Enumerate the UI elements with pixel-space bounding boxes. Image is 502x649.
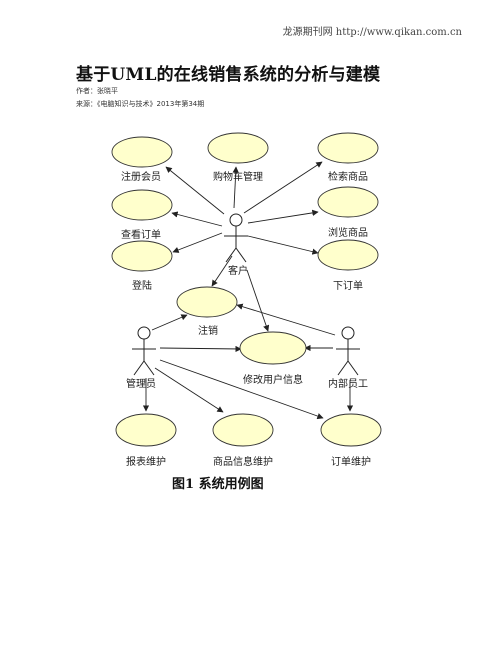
- source-line: 来源：《电脑知识与技术》2013年第34期: [76, 100, 205, 108]
- author-line: 作者：张晓平: [76, 87, 118, 95]
- header-source-line: 龙源期刊网 http://www.qikan.com.cn: [282, 27, 462, 38]
- label-actor-customer: 客户: [228, 264, 248, 277]
- usecase-view-orders-ellipse: [111, 189, 173, 221]
- label-product-info-maintenance: 商品信息维护: [213, 455, 273, 468]
- label-logout: 注销: [198, 324, 218, 337]
- label-report-maintenance: 报表维护: [126, 455, 166, 468]
- label-register-member: 注册会员: [121, 170, 161, 183]
- actor-customer-figure: [224, 213, 248, 263]
- usecase-report-maintenance-ellipse: [115, 413, 177, 447]
- usecase-product-info-maintenance-ellipse: [212, 413, 274, 447]
- usecase-cart-management-ellipse: [207, 132, 269, 164]
- usecase-search-products-ellipse: [317, 132, 379, 164]
- usecase-place-order-ellipse: [317, 239, 379, 271]
- label-actor-administrator: 管理员: [126, 377, 156, 390]
- figure-caption: 图1 系统用例图: [172, 477, 264, 492]
- label-browse-products: 浏览商品: [328, 226, 368, 239]
- label-cart-management: 购物车管理: [213, 170, 263, 183]
- usecase-browse-products-ellipse: [317, 186, 379, 218]
- label-order-maintenance: 订单维护: [331, 455, 371, 468]
- association-lines: [142, 161, 354, 420]
- article-title: 基于UML的在线销售系统的分析与建模: [76, 65, 381, 85]
- actor-internal-staff-figure: [336, 326, 360, 376]
- usecase-login-ellipse: [111, 240, 173, 272]
- label-search-products: 检索商品: [328, 170, 368, 183]
- usecase-order-maintenance-ellipse: [320, 413, 382, 447]
- usecase-modify-user-info-ellipse: [239, 331, 307, 365]
- label-actor-internal-staff: 内部员工: [328, 377, 368, 390]
- actor-administrator-figure: [132, 326, 156, 376]
- label-modify-user-info: 修改用户信息: [243, 373, 303, 386]
- label-view-orders: 查看订单: [121, 228, 161, 241]
- usecase-logout-ellipse: [176, 286, 238, 318]
- label-login: 登陆: [132, 279, 152, 292]
- label-place-order: 下订单: [333, 280, 363, 292]
- usecase-register-member-ellipse: [111, 136, 173, 168]
